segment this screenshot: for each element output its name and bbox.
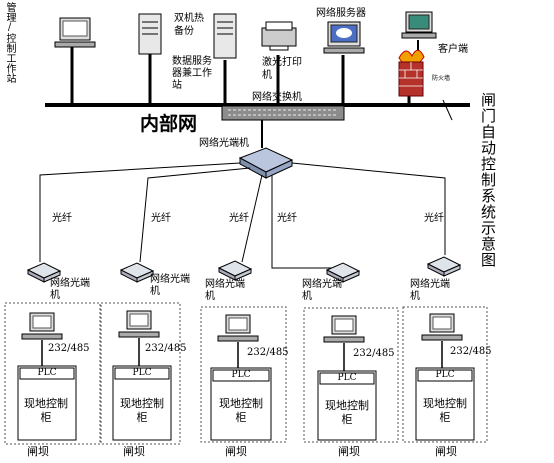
station-box-5 [402,306,488,443]
fiber-label: 光纤 [52,213,72,224]
fiber-label: 光纤 [277,213,297,224]
station-box-2 [100,302,181,445]
plc-box [319,372,375,385]
plc-box [19,367,75,380]
net-server-label: 网络服务器 [316,8,366,19]
client-icon [401,11,437,39]
remote-transceiver-icon [217,260,253,281]
fiber-line-3 [241,174,263,263]
station-pc-icon [323,315,365,343]
server-tower-icon [213,13,237,59]
fiber-line-1 [39,162,241,262]
remote-transceiver-label: 网络光端机 [410,279,450,302]
main-transceiver-label: 网络光端机 [199,138,249,149]
firewall-icon [398,49,425,97]
remote-transceiver-icon [325,262,361,283]
station-box-1 [4,302,101,445]
station-pc-icon [21,312,63,340]
fiber-line-5 [291,162,446,255]
fiber-label: 光纤 [151,213,171,224]
db-server-label: 数据服务器兼工作站 [172,56,212,91]
station-pc-icon [118,310,160,338]
internal-network-bus [45,103,470,107]
io-label: 232/485 [353,348,395,359]
dual-backup-label: 双机热备份 [174,13,204,37]
plc-label: PLC [435,370,455,380]
laser-printer-label: 激光打印机 [262,57,302,81]
server-tower-icon [138,13,162,55]
station-pc-icon [421,313,463,341]
io-label: 232/485 [247,347,289,358]
printer-icon [261,21,297,51]
plc-label: PLC [37,368,57,378]
plc-box [212,369,270,382]
plc-box [114,367,170,380]
plc-label: PLC [337,373,357,383]
remote-transceiver-label: 网络光端机 [150,274,190,297]
remote-transceiver-icon [426,256,462,277]
io-label: 232/485 [48,343,90,354]
gate-label: 闸坝 [123,445,145,458]
internal-network-label: 内部网 [140,113,198,135]
cabinet-label: 现地控制柜 [423,397,467,424]
cabinet-label: 现地控制柜 [325,399,369,426]
mgmt-station-label: 管理/控制工作站 [4,2,15,83]
fiber-line-2 [139,167,251,263]
station-box-4 [303,307,399,443]
main-transceiver-icon [238,147,294,179]
plc-label: PLC [231,370,251,380]
io-label: 232/485 [450,346,492,357]
io-label: 232/485 [145,343,187,354]
cabinet-label: 现地控制柜 [219,397,263,424]
plc-box [417,369,473,382]
fiber-line-4 [271,175,335,269]
station-box-3 [200,306,287,443]
switch-label: 网络交换机 [252,92,302,103]
client-label: 客户端 [438,44,468,55]
gate-label: 闸坝 [27,445,49,458]
fiber-label: 光纤 [229,213,249,224]
firewall-label: 防火墙 [432,75,451,82]
diagram-title: 闸门自动控制系统示意图 [479,92,497,268]
remote-transceiver-icon [26,262,62,283]
cabinet-label: 现地控制柜 [120,397,164,424]
remote-transceiver-label: 网络光端机 [50,278,90,301]
mgmt-workstation-icon [54,17,96,48]
fiber-label: 光纤 [424,213,444,224]
network-switch-icon [221,105,345,121]
remote-transceiver-label: 网络光端机 [302,279,342,302]
plc-label: PLC [132,368,152,378]
station-pc-icon [217,314,259,342]
gate-label: 闸坝 [435,445,457,458]
remote-transceiver-icon [119,262,155,283]
cabinet-label: 现地控制柜 [24,397,68,424]
remote-transceiver-label: 网络光端机 [205,279,245,302]
gate-label: 闸坝 [338,445,360,458]
network-server-icon [323,21,365,54]
gate-label: 闸坝 [225,445,247,458]
firewall-pointer [442,99,453,121]
